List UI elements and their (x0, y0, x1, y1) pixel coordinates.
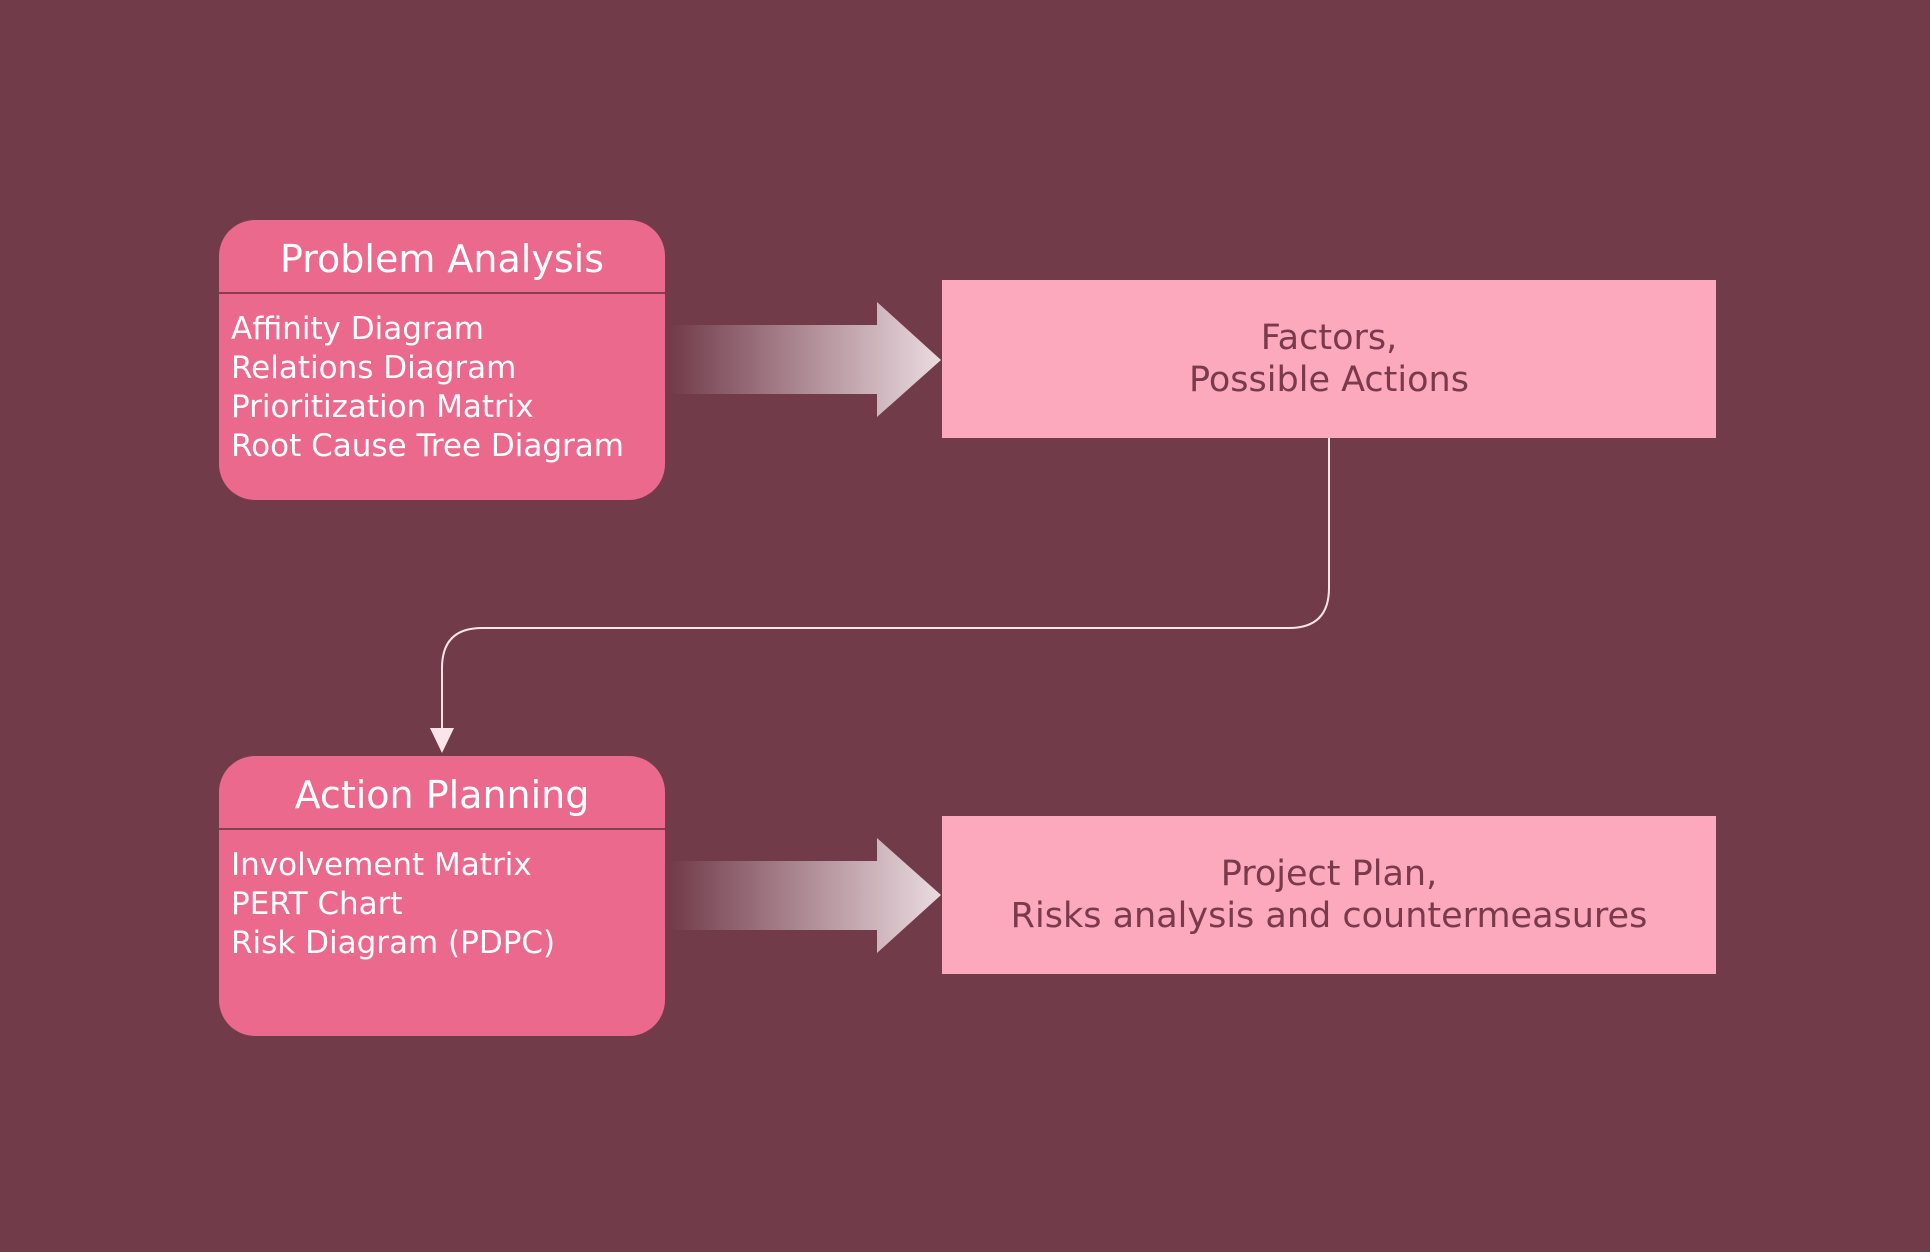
action-planning-list: Involvement Matrix PERT Chart Risk Diagr… (219, 830, 665, 963)
factors-box[interactable]: Factors, Possible Actions (942, 280, 1716, 438)
list-item: Relations Diagram (231, 350, 517, 386)
problem-analysis-card[interactable]: Problem Analysis Affinity Diagram Relati… (219, 220, 665, 500)
arrow-top (670, 302, 941, 417)
list-item: Risk Diagram (PDPC) (231, 925, 556, 961)
project-plan-box[interactable]: Project Plan, Risks analysis and counter… (942, 816, 1716, 974)
elbow-connector (441, 438, 1330, 730)
problem-analysis-list: Affinity Diagram Relations Diagram Prior… (219, 294, 665, 466)
list-item: PERT Chart (231, 886, 403, 922)
problem-analysis-title: Problem Analysis (219, 220, 665, 294)
list-item: Root Cause Tree Diagram (231, 428, 624, 464)
factors-line-1: Factors, (1260, 318, 1398, 358)
list-item: Prioritization Matrix (231, 389, 534, 425)
connector-arrowhead (430, 728, 454, 753)
project-plan-line-2: Risks analysis and countermeasures (1010, 896, 1648, 936)
project-plan-line-1: Project Plan, (1220, 854, 1438, 894)
factors-line-2: Possible Actions (1189, 360, 1469, 400)
list-item: Involvement Matrix (231, 847, 532, 883)
arrow-bottom (670, 838, 941, 953)
list-item: Affinity Diagram (231, 311, 484, 347)
action-planning-card[interactable]: Action Planning Involvement Matrix PERT … (219, 756, 665, 1036)
action-planning-title: Action Planning (219, 756, 665, 830)
